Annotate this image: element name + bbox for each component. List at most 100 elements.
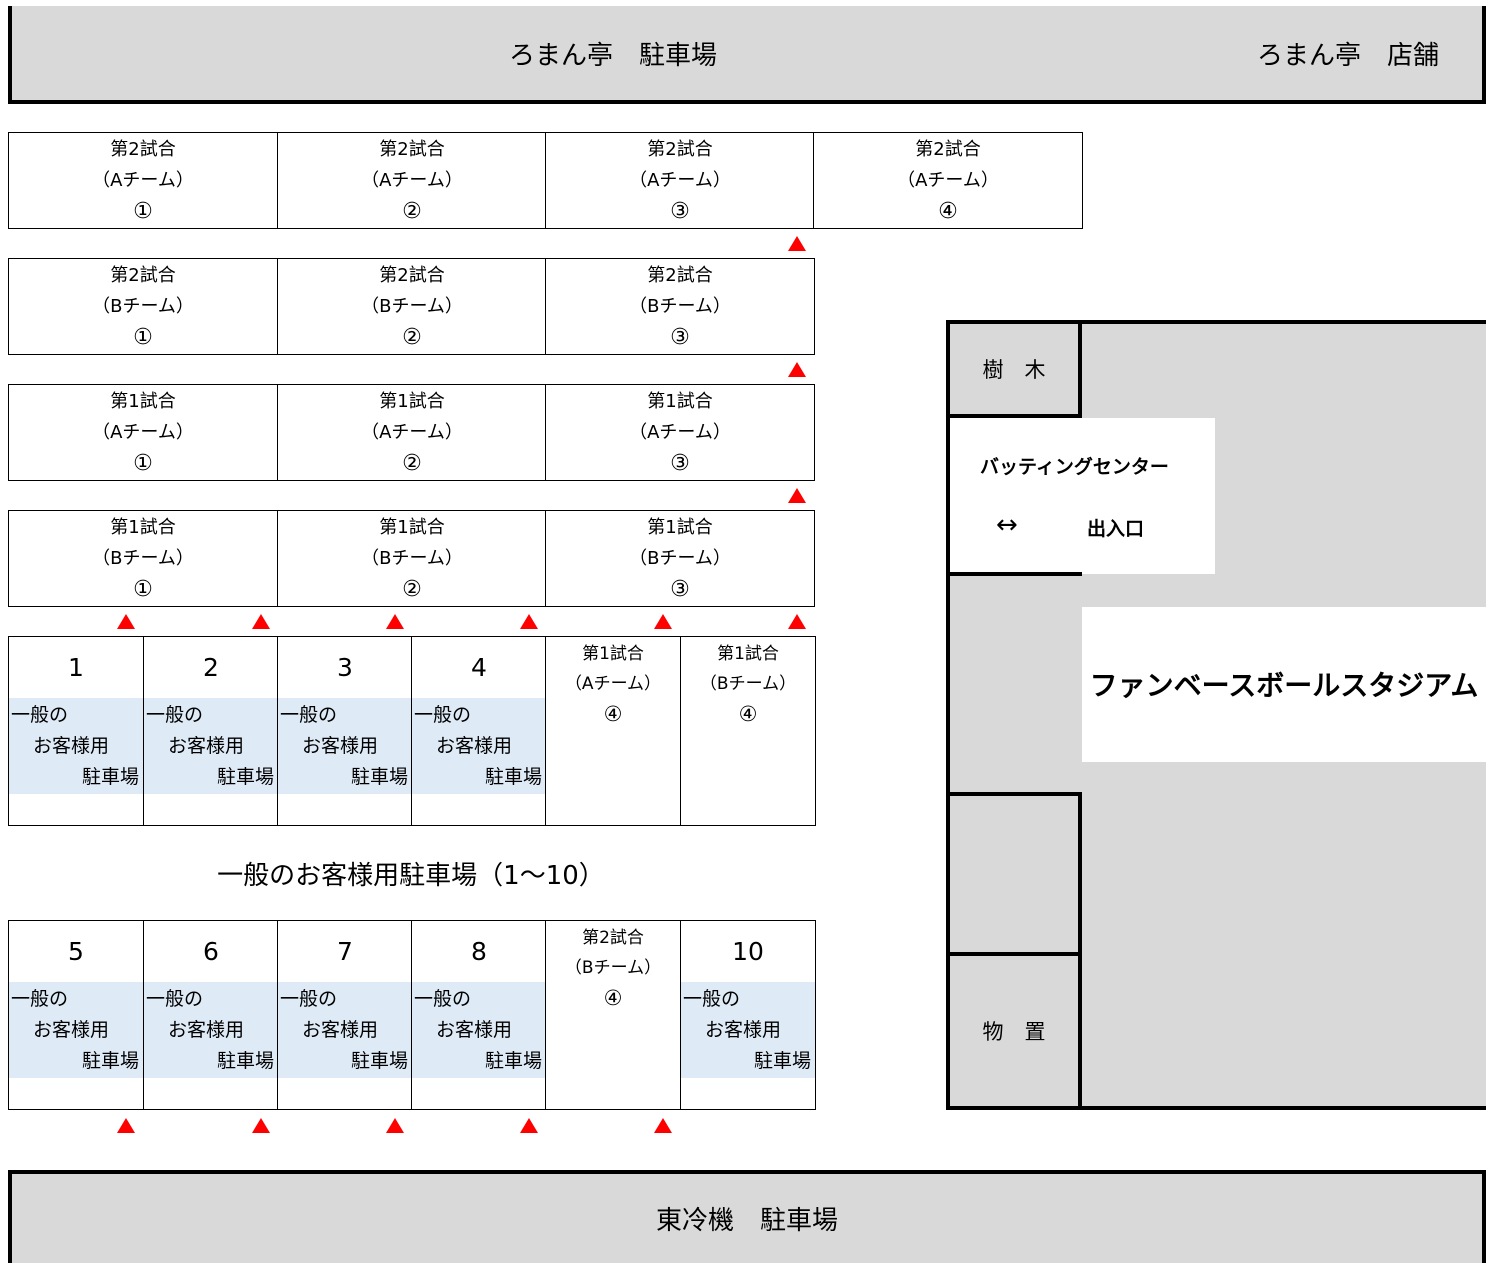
general-bay-text-l2: お客様用 [302, 735, 379, 757]
space-line-l1: 第2試合 [379, 265, 445, 286]
general-bay-text-l2: お客様用 [168, 735, 245, 757]
space-line-l2: （Bチーム） [629, 548, 731, 569]
space-line-l3: ② [402, 451, 422, 476]
general-band [681, 982, 815, 1078]
entry-marker-icon [252, 1118, 270, 1133]
space-line-l3: ① [133, 451, 153, 476]
general-bay-text-l1: 一般の [280, 988, 338, 1010]
space-line-l2: （Bチーム） [92, 548, 194, 569]
toreiki-parking-label: 東冷機 駐車場 [655, 1206, 838, 1236]
reserved-bay-line-l3: ④ [603, 986, 623, 1010]
space-line-l3: ③ [670, 577, 690, 602]
bay-number: 7 [337, 937, 353, 966]
reserved-space-row-1a-3: 第1試合（Aチーム）③ [545, 384, 815, 481]
general-bay-text-l3: 駐車場 [216, 1050, 274, 1072]
general-bay-text-l1: 一般の [11, 988, 69, 1010]
space-line-l1: 第2試合 [647, 139, 713, 160]
entry-marker-icon [654, 1118, 672, 1133]
general-parking-bay-2: 2 一般のお客様用駐車場 [143, 636, 279, 826]
space-line-l3: ③ [670, 451, 690, 476]
reserved-space-row-2a-2: 第2試合 （Aチーム） ② [277, 132, 547, 229]
reserved-space-row-1b-3: 第1試合（Bチーム）③ [545, 510, 815, 607]
general-band [144, 698, 278, 794]
reserved-space-row-1b-2: 第1試合（Bチーム）② [277, 510, 547, 607]
entry-marker-icon [788, 236, 806, 251]
reserved-bay-line-l3: ④ [738, 702, 758, 726]
entry-marker-icon [386, 614, 404, 629]
general-bay-text-l1: 一般の [280, 704, 338, 726]
general-band [278, 982, 412, 1078]
entry-marker-icon [520, 1118, 538, 1133]
space-line-l3: ④ [938, 199, 958, 224]
space-line-l3: ③ [670, 199, 690, 224]
entry-marker-icon [252, 614, 270, 629]
space-line-l3: ② [402, 325, 422, 350]
space-line-l2: （Aチーム） [92, 170, 194, 191]
stadium-name-panel [1082, 607, 1486, 762]
divider-line [946, 572, 1082, 576]
space-line-l1: 第2試合 [110, 265, 176, 286]
general-band [9, 982, 143, 1078]
space-line-l1: 第2試合 [379, 139, 445, 160]
entry-marker-icon [788, 362, 806, 377]
reserved-bay-5: 第2試合 （Bチーム） ④ [545, 920, 681, 1110]
reserved-space-row-2b-2: 第2試合（Bチーム）② [277, 258, 547, 355]
space-line-l2: （Bチーム） [92, 296, 194, 317]
entry-marker-icon [654, 614, 672, 629]
general-bay-text-l3: 駐車場 [216, 766, 274, 788]
space-line-l2: （Aチーム） [361, 170, 463, 191]
space-line-l3: ① [133, 577, 153, 602]
bay-number: 3 [337, 653, 353, 682]
general-band [9, 698, 143, 794]
general-band [144, 982, 278, 1078]
general-bay-text-l1: 一般の [146, 988, 204, 1010]
general-bay-text-l3: 駐車場 [81, 1050, 139, 1072]
general-bay-text-l1: 一般の [146, 704, 204, 726]
reserved-bay-line-l2: （Bチーム） [699, 674, 797, 694]
general-bay-text-l2: お客様用 [168, 1019, 245, 1041]
romantei-store-label: ろまん亭 店舗 [1256, 40, 1439, 71]
romantei-store-banner: ろまん亭 店舗 [1214, 6, 1486, 104]
reserved-bay-line-l1: 第2試合 [582, 928, 644, 948]
reserved-bay-text: 第1試合（Aチーム）④ [546, 639, 680, 729]
general-parking-bay-6: 6 一般のお客様用駐車場 [143, 920, 279, 1110]
toreiki-parking-banner: 東冷機 駐車場 [8, 1170, 1486, 1263]
reserved-bay-line-l2: （Bチーム） [564, 958, 662, 978]
bay-number: 2 [203, 653, 219, 682]
space-line-l3: ② [402, 199, 422, 224]
space-line-l1: 第1試合 [379, 517, 445, 538]
general-bay-text-l3: 駐車場 [484, 1050, 542, 1072]
bay-number: 6 [203, 937, 219, 966]
reserved-bay-text: 第2試合 （Bチーム） ④ [546, 923, 680, 1013]
reserved-space-row-1a-2: 第1試合（Aチーム）② [277, 384, 547, 481]
storage-area: 物 置 [946, 952, 1082, 1110]
bay-number: 10 [732, 937, 764, 966]
bay-number: 1 [68, 653, 84, 682]
space-line-l1: 第1試合 [647, 391, 713, 412]
reserved-space-row-2a-4: 第2試合（Aチーム）④ [813, 132, 1083, 229]
general-bay-text-l3: 駐車場 [753, 1050, 811, 1072]
bidirectional-arrow-icon: ↔ [996, 510, 1018, 540]
batting-center-label: バッティングセンター [980, 456, 1169, 478]
reserved-space-row-1a-1: 第1試合（Aチーム）① [8, 384, 278, 481]
general-band [412, 698, 546, 794]
reserved-space-row-2b-1: 第2試合（Bチーム）① [8, 258, 278, 355]
stadium-step-vertical [1078, 792, 1082, 1110]
space-line-l2: （Aチーム） [897, 170, 999, 191]
romantei-parking-label: ろまん亭 駐車場 [508, 40, 717, 71]
space-line-l3: ③ [670, 325, 690, 350]
space-line-l3: ② [402, 577, 422, 602]
entry-marker-icon [520, 614, 538, 629]
space-line-l1: 第1試合 [110, 391, 176, 412]
space-line-l2: （Aチーム） [629, 170, 731, 191]
reserved-bay-6: 第1試合（Bチーム）④ [680, 636, 816, 826]
general-bay-text-l1: 一般の [414, 704, 472, 726]
tree-area: 樹 木 [946, 320, 1082, 418]
general-band [278, 698, 412, 794]
space-line-l1: 第2試合 [110, 139, 176, 160]
